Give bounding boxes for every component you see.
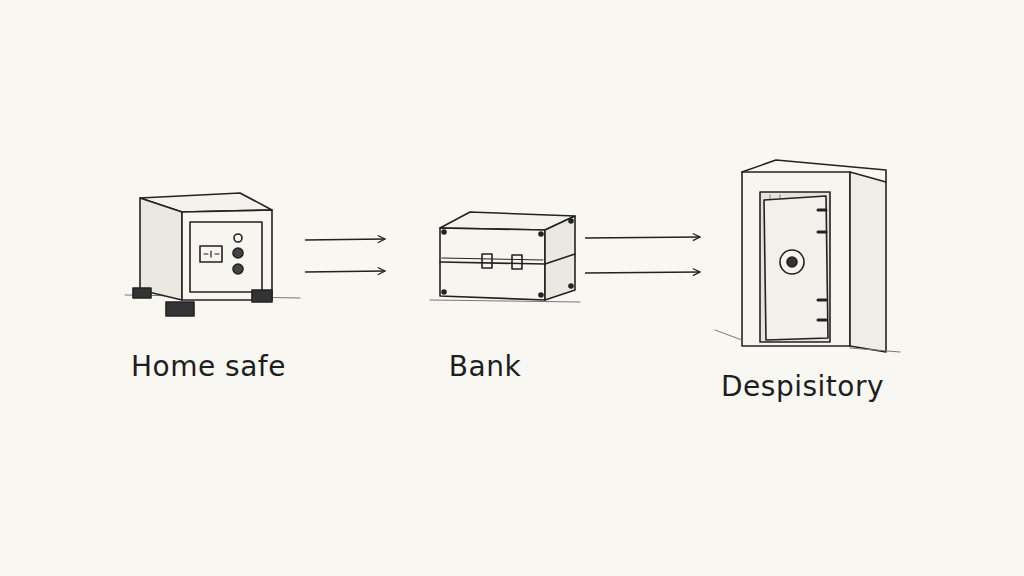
flow-arrow bbox=[585, 237, 700, 238]
node-label: Despisitory bbox=[721, 370, 884, 404]
node-label: Home safe bbox=[131, 350, 286, 384]
illustration-node: Home safe bbox=[112, 170, 305, 384]
home-safe-drawing bbox=[125, 193, 300, 316]
flow-arrow bbox=[305, 271, 385, 272]
bank-chest-drawing bbox=[430, 212, 580, 302]
illustration-node: Despisitory bbox=[700, 160, 905, 404]
illustration-node: Bank bbox=[385, 170, 585, 384]
flow-arrow bbox=[305, 239, 385, 240]
flow-arrow bbox=[585, 272, 700, 273]
node-label: Bank bbox=[449, 350, 521, 384]
depository-vault-drawing bbox=[715, 160, 900, 352]
